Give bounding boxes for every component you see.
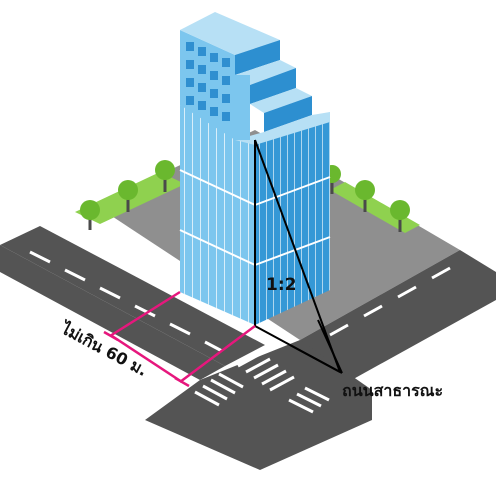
road-label: ถนนสาธารณะ (342, 381, 443, 400)
step-column (235, 75, 250, 140)
ratio-label: 1:2 (266, 275, 296, 295)
tree (80, 200, 100, 230)
